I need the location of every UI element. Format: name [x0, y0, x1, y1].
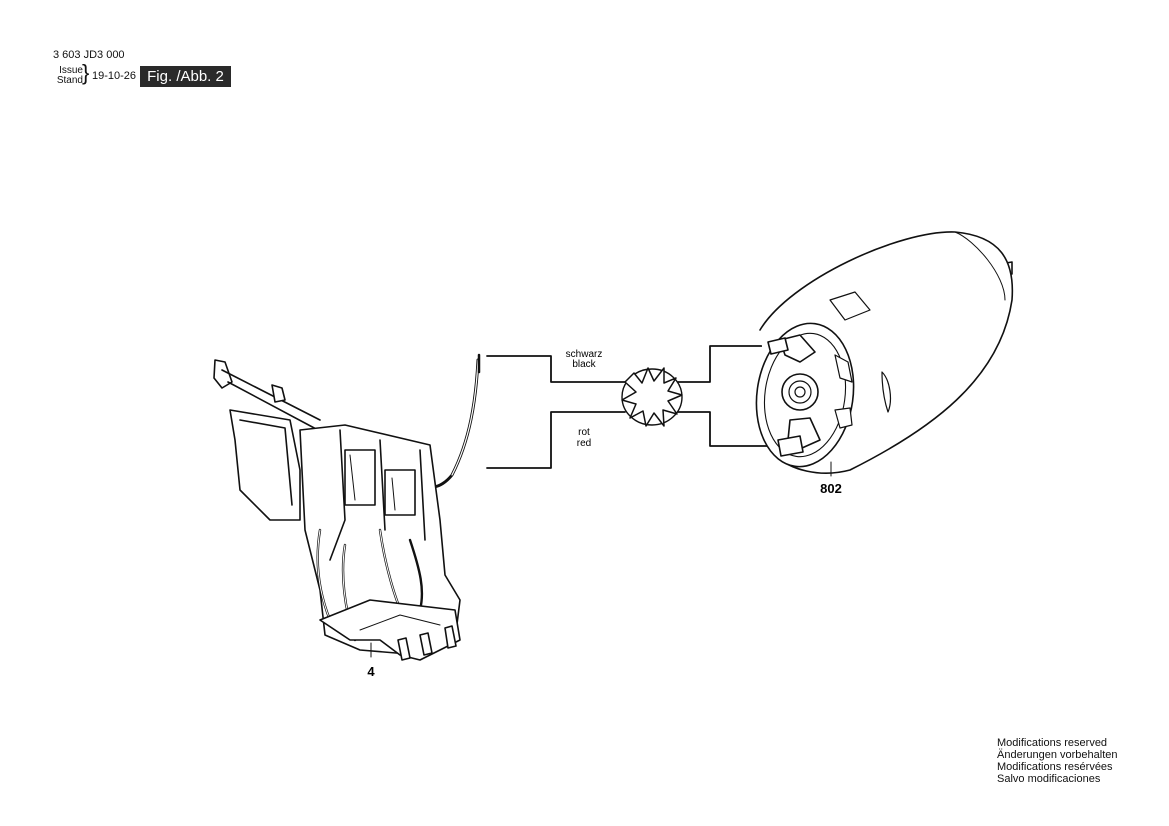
notice-line-en: Modifications reserved: [997, 737, 1108, 749]
notice-line-es: Salvo modificaciones: [997, 773, 1101, 785]
modifications-notice: Modifications reserved Änderungen vorbeh…: [997, 737, 1117, 785]
wire-connector-sleeve: [621, 367, 683, 427]
wire-label-black: black: [572, 359, 596, 370]
wire-label-rot: rot: [578, 427, 590, 438]
notice-line-de: Änderungen vorbehalten: [997, 749, 1118, 761]
issue-date: 19-10-26: [92, 70, 137, 82]
issue-label: Issue: [59, 65, 83, 76]
brace-symbol: }: [82, 60, 90, 85]
part-number-motor: 802: [820, 481, 842, 496]
trigger-switch: [213, 353, 481, 661]
stand-label: Stand: [56, 75, 83, 86]
notice-line-fr: Modifications resérvées: [997, 761, 1113, 773]
document-number: 3 603 JD3 000: [53, 49, 125, 61]
figure-label: Fig. /Abb. 2: [140, 66, 231, 87]
wire-label-red: red: [577, 438, 591, 449]
wiring-lines: [486, 345, 786, 469]
part-number-switch: 4: [367, 664, 375, 679]
wire-label-schwarz: schwarz: [566, 349, 603, 360]
issue-stand-label: Issue Stand: [53, 66, 83, 86]
dc-motor: [755, 231, 1014, 477]
